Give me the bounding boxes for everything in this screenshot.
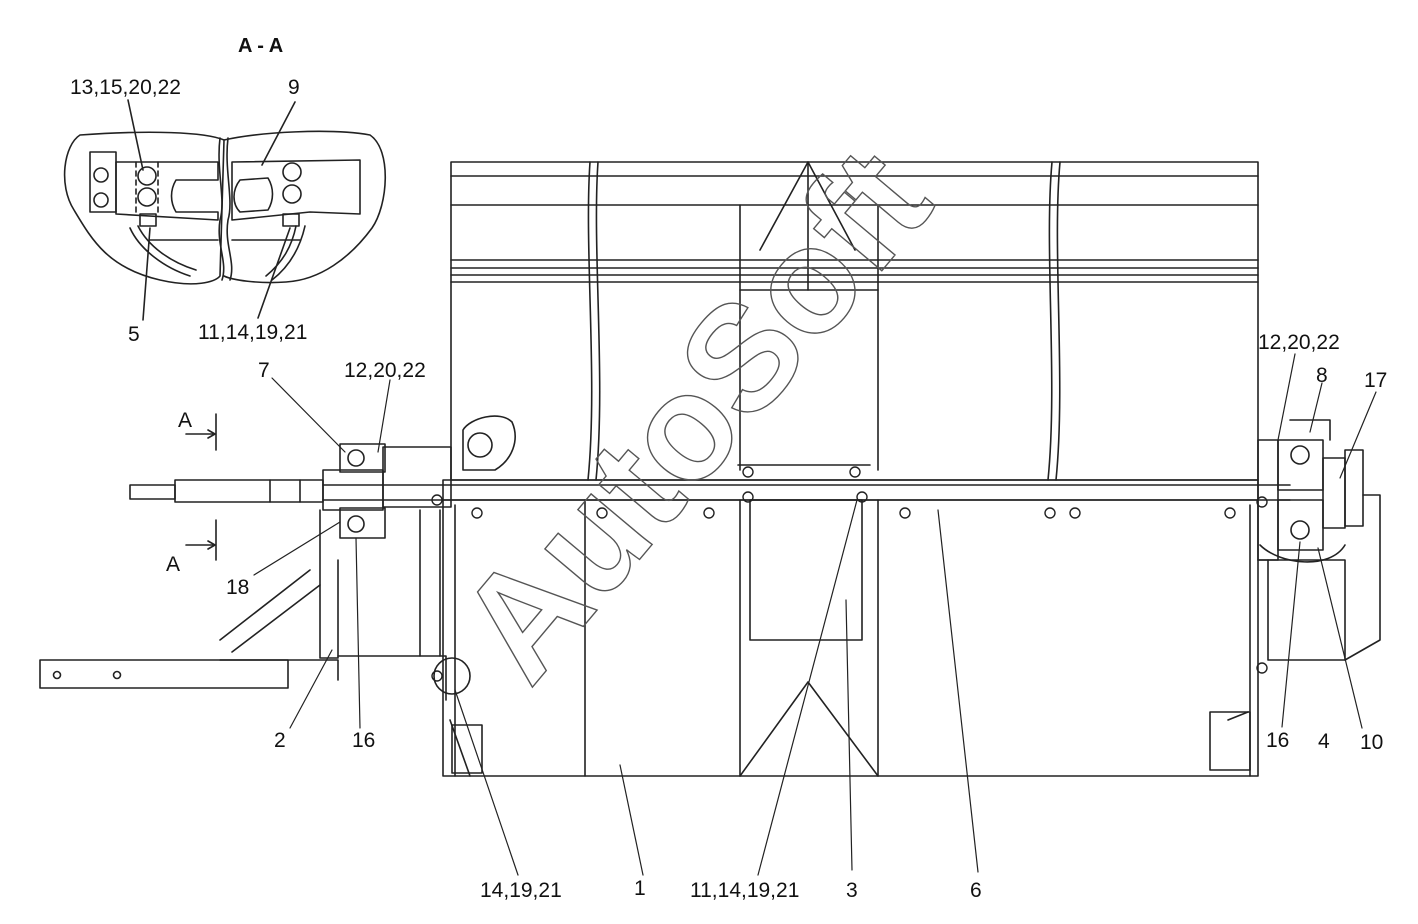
callout-10: 10 — [1360, 731, 1384, 754]
callout-16-right: 16 — [1266, 729, 1290, 752]
section-mark-lower: A — [166, 553, 181, 576]
callout-17: 17 — [1364, 369, 1388, 392]
callout-9: 9 — [288, 76, 300, 99]
watermark: AutoSoft — [426, 118, 962, 711]
callout-13-15-20-22: 13,15,20,22 — [70, 76, 181, 99]
callout-4: 4 — [1318, 730, 1330, 753]
callout-11-14-19-21-top: 11,14,19,21 — [198, 321, 308, 344]
section-a-a-view — [63, 99, 386, 321]
callout-5: 5 — [128, 323, 140, 346]
section-mark-upper: A — [178, 409, 193, 432]
callout-12-20-22-left: 12,20,22 — [344, 359, 426, 382]
callout-14-19-21: 14,19,21 — [480, 879, 562, 902]
callout-6: 6 — [970, 879, 982, 902]
shaft-left-assembly — [39, 413, 1291, 701]
shaft-right-assembly — [1257, 419, 1381, 661]
bolt-row — [431, 466, 1268, 682]
callout-8: 8 — [1316, 364, 1328, 387]
callout-11-14-19-21-bottom: 11,14,19,21 — [690, 879, 800, 902]
callout-3: 3 — [846, 879, 858, 902]
leader-lines — [253, 353, 1377, 876]
callout-1: 1 — [634, 877, 646, 900]
callout-7: 7 — [258, 359, 270, 382]
section-title: A - A — [238, 35, 284, 57]
callout-18: 18 — [226, 576, 250, 599]
callout-12-20-22-right: 12,20,22 — [1258, 331, 1340, 354]
callout-16-left: 16 — [352, 729, 376, 752]
callout-2: 2 — [274, 729, 286, 752]
